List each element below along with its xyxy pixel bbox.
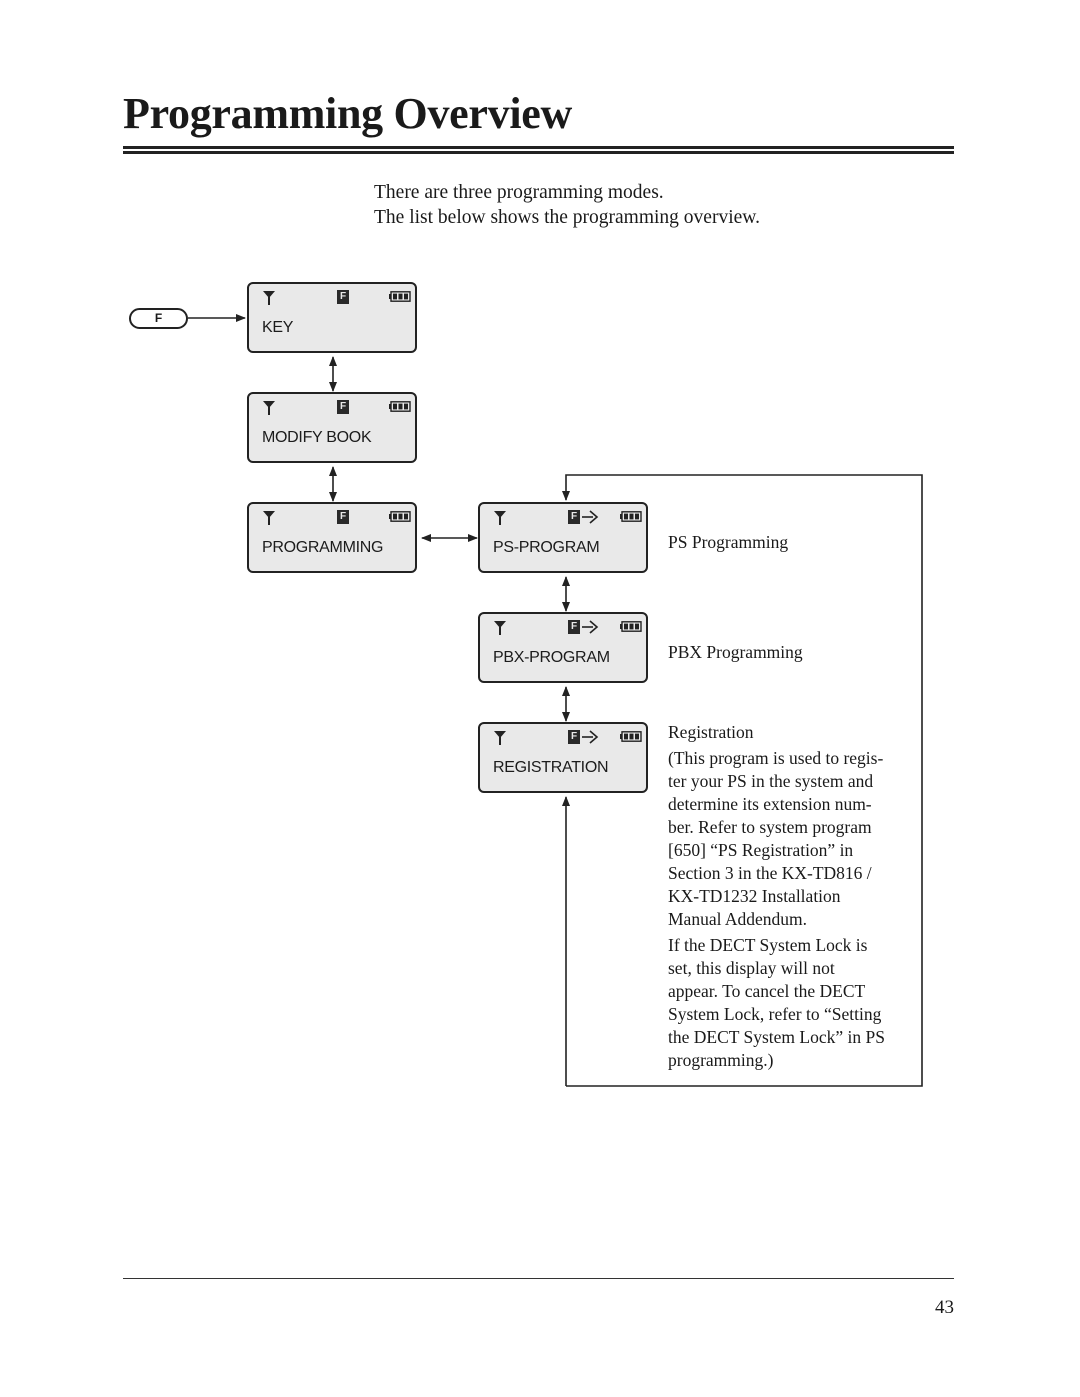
display-label: PBX-PROGRAM bbox=[493, 649, 610, 666]
battery-icon bbox=[389, 401, 411, 412]
f-key-button[interactable]: F bbox=[129, 308, 188, 329]
display-modify-book: F MODIFY BOOK bbox=[247, 392, 417, 463]
f-indicator-icon: F bbox=[568, 730, 580, 744]
f-indicator-icon: F bbox=[337, 400, 349, 414]
display-ps-program: F PS-PROGRAM bbox=[478, 502, 648, 573]
antenna-icon bbox=[494, 621, 506, 635]
antenna-icon bbox=[263, 291, 275, 305]
intro-text: There are three programming modes. The l… bbox=[374, 180, 760, 230]
description-line: ber. Refer to system program bbox=[668, 817, 872, 837]
description-line: Manual Addendum. bbox=[668, 909, 808, 929]
title-rule-bottom bbox=[123, 151, 954, 154]
note-line: System Lock, refer to “Setting bbox=[668, 1004, 882, 1024]
display-label: PS-PROGRAM bbox=[493, 539, 600, 556]
battery-icon bbox=[620, 731, 642, 742]
intro-line: The list below shows the programming ove… bbox=[374, 207, 760, 228]
battery-icon bbox=[620, 621, 642, 632]
f-indicator-icon: F bbox=[337, 290, 349, 304]
display-pbx-program: F PBX-PROGRAM bbox=[478, 612, 648, 683]
arrow-right-icon bbox=[582, 730, 599, 744]
display-label: MODIFY BOOK bbox=[262, 429, 372, 446]
display-label: REGISTRATION bbox=[493, 759, 609, 776]
note-line: set, this display will not bbox=[668, 958, 835, 978]
footer-rule bbox=[123, 1278, 954, 1279]
display-label: PROGRAMMING bbox=[262, 539, 384, 556]
description-line: [650] “PS Registration” in bbox=[668, 840, 854, 860]
note-line: If the DECT System Lock is bbox=[668, 935, 868, 955]
registration-description: (This program is used to regis- ter your… bbox=[668, 747, 883, 931]
note-line: the DECT System Lock” in PS bbox=[668, 1027, 885, 1047]
description-line: ter your PS in the system and bbox=[668, 771, 874, 791]
ps-programming-description: PS Programming bbox=[668, 532, 789, 552]
antenna-icon bbox=[263, 511, 275, 525]
arrow-right-icon bbox=[582, 510, 599, 524]
battery-icon bbox=[389, 511, 411, 522]
display-programming: F PROGRAMMING bbox=[247, 502, 417, 573]
description-line: Section 3 in the KX-TD816 / bbox=[668, 863, 872, 883]
antenna-icon bbox=[494, 731, 506, 745]
note-line: programming.) bbox=[668, 1050, 774, 1070]
page-title: Programming Overview bbox=[123, 89, 572, 138]
battery-icon bbox=[389, 291, 411, 302]
loop-frame bbox=[562, 474, 923, 1087]
f-indicator-icon: F bbox=[568, 510, 580, 524]
arrow-right-icon bbox=[582, 620, 599, 634]
title-rule-top bbox=[123, 146, 954, 149]
pbx-programming-description: PBX Programming bbox=[668, 642, 803, 662]
dect-lock-note: If the DECT System Lock is set, this dis… bbox=[668, 934, 885, 1072]
registration-title: Registration bbox=[668, 722, 754, 742]
note-line: appear. To cancel the DECT bbox=[668, 981, 866, 1001]
display-registration: F REGISTRATION bbox=[478, 722, 648, 793]
display-key: F KEY bbox=[247, 282, 417, 353]
description-line: determine its extension num- bbox=[668, 794, 872, 814]
antenna-icon bbox=[494, 511, 506, 525]
f-indicator-icon: F bbox=[337, 510, 349, 524]
intro-line: There are three programming modes. bbox=[374, 182, 664, 203]
description-line: KX-TD1232 Installation bbox=[668, 886, 841, 906]
display-label: KEY bbox=[262, 319, 294, 336]
page-number: 43 bbox=[935, 1297, 954, 1318]
battery-icon bbox=[620, 511, 642, 522]
antenna-icon bbox=[263, 401, 275, 415]
f-indicator-icon: F bbox=[568, 620, 580, 634]
description-line: (This program is used to regis- bbox=[668, 748, 884, 768]
